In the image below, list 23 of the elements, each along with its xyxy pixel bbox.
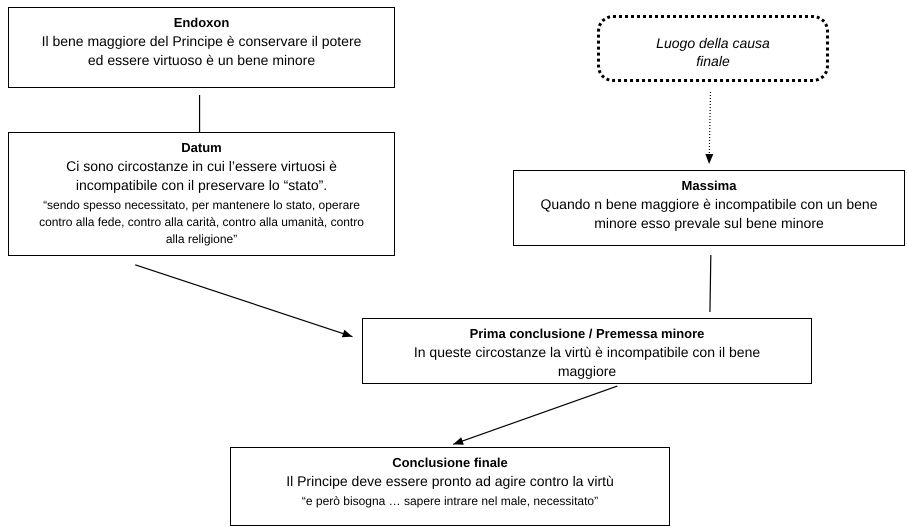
quote-text: “e però bisogna … sapere intrare nel male, necessitato” — [302, 493, 598, 510]
quote-text: “sendo spesso necessitato, per mantenere lo stato, operare contro alla fede, contro alla carità, contro alla umanità, contro alla religione” — [38, 197, 365, 248]
box-label: Luogo della causa finale — [655, 34, 771, 70]
box-text: Il Principe deve essere pronto ad agire contro la virtù — [286, 472, 614, 491]
box-heading: Massima — [682, 177, 736, 195]
connector-line — [198, 95, 200, 132]
arrow — [705, 92, 714, 164]
connector-line — [709, 255, 712, 312]
maxim-box — [513, 170, 905, 246]
arrow — [135, 264, 353, 338]
box-text: Il bene maggiore del Principe è conservare il potere ed essere virtuoso è un bene minore — [40, 32, 362, 70]
box-heading: Datum — [181, 139, 222, 157]
box-text: Quando n bene maggiore è incompatibile con un bene minore esso prevale sul bene minore — [539, 195, 879, 233]
box-heading: Prima conclusione / Premessa minore — [470, 325, 704, 343]
box-text: In queste circostanze la virtù è incompatibile con il bene maggiore — [412, 343, 762, 381]
box-heading: Endoxon — [174, 14, 230, 32]
final-conclusion-box — [230, 447, 670, 526]
conclusion-box — [362, 318, 812, 384]
box-heading: Conclusione finale — [392, 454, 508, 472]
endoxon-box — [8, 7, 395, 88]
datum-box — [8, 132, 395, 256]
arrow — [452, 385, 618, 445]
box-text: Ci sono circostanze in cui l’essere virtuosi è incompatibile con il preservare lo “stato”. — [65, 157, 338, 195]
